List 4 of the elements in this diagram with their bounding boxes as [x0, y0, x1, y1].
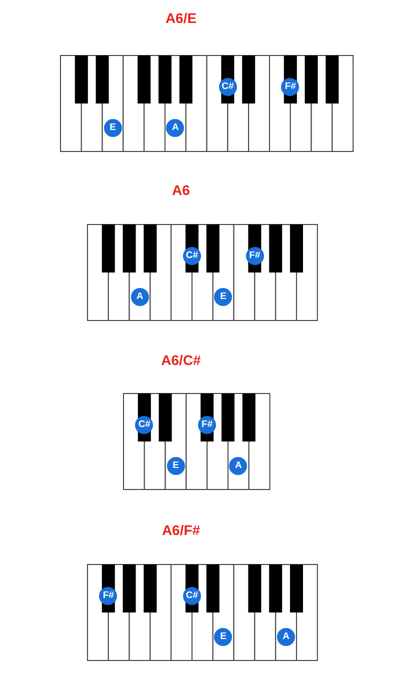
chord-title: A6/F#: [162, 522, 200, 538]
chord-title: A6/E: [165, 10, 197, 26]
chord-title: A6: [172, 182, 190, 198]
chord-title: A6/C#: [161, 352, 201, 368]
